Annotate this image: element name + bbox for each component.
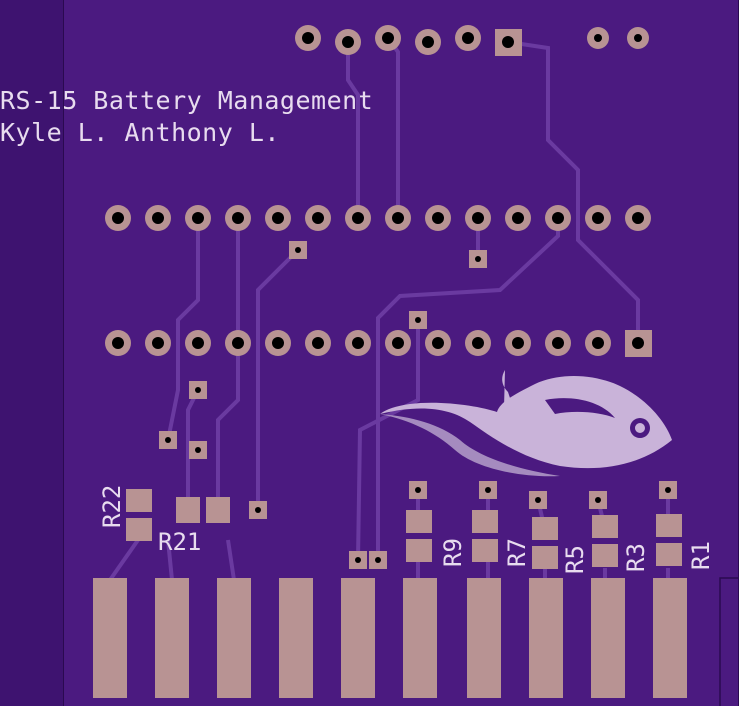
edge-connector — [93, 578, 687, 698]
pad-r1-b — [656, 543, 682, 566]
header-top — [295, 25, 649, 56]
board-authors: Kyle L. Anthony L. — [0, 118, 280, 147]
vias — [159, 241, 677, 569]
label-r3: R3 — [622, 543, 650, 572]
trace — [386, 36, 400, 218]
pad-r5-b — [532, 546, 558, 569]
pad-r22-b — [126, 518, 152, 541]
pad-r5-a — [532, 517, 558, 540]
trace — [166, 218, 200, 441]
trace — [256, 248, 300, 510]
smd-pads — [126, 489, 682, 569]
pad-r1-a — [656, 514, 682, 537]
pad-r3-a — [592, 515, 618, 538]
pad-r3-b — [592, 544, 618, 567]
label-r22: R22 — [98, 485, 126, 528]
pad-r21-b — [206, 497, 230, 523]
pad-r7-b — [472, 539, 498, 562]
pad-r21-a — [176, 497, 200, 523]
label-r1: R1 — [687, 541, 715, 570]
trace — [186, 389, 200, 510]
label-r5: R5 — [561, 545, 589, 574]
board-title: RS-15 Battery Management — [0, 86, 374, 115]
pad-r22-a — [126, 489, 152, 512]
label-r21: R21 — [158, 528, 201, 556]
trace — [376, 218, 560, 560]
label-r7: R7 — [503, 538, 531, 567]
trace — [346, 42, 360, 218]
trace — [108, 538, 140, 582]
pad-r9-a — [406, 510, 432, 533]
label-r9: R9 — [439, 538, 467, 567]
trace — [507, 40, 640, 343]
pad-r7-a — [472, 510, 498, 533]
ic-row-upper — [105, 205, 651, 231]
trace — [226, 539, 236, 581]
trace — [216, 218, 240, 510]
logo-artwork — [380, 370, 672, 477]
pad-r9-b — [406, 539, 432, 562]
board-edge — [719, 577, 739, 706]
trace — [166, 539, 174, 581]
